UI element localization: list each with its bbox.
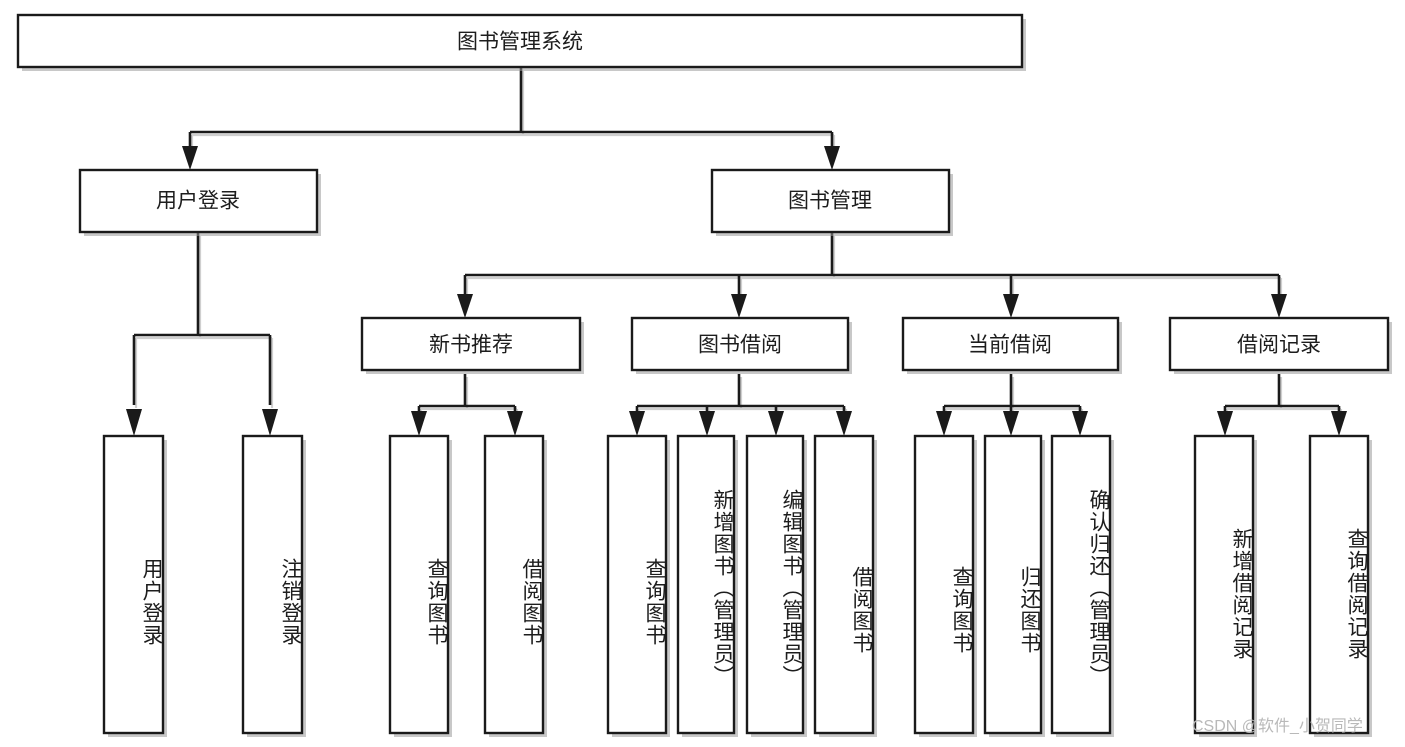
csdn-watermark: CSDN @软件_小贺同学 xyxy=(1192,718,1363,735)
connector-layer xyxy=(126,68,1347,436)
arrow-bookmgmt-c3 xyxy=(1003,294,1019,318)
arrow-bookmgmt-c2 xyxy=(731,294,747,318)
leaf-box-9[interactable] xyxy=(983,434,1043,735)
leaf-box-10[interactable] xyxy=(1050,434,1112,735)
arrow-borrow-l3 xyxy=(768,411,784,436)
arrow-record-l1 xyxy=(1217,411,1233,436)
leaf-box-3[interactable] xyxy=(483,434,545,735)
leaf-box-2[interactable] xyxy=(388,434,450,735)
arrow-newbook-l2 xyxy=(507,411,523,436)
node-box-current-borrow[interactable] xyxy=(901,316,1120,372)
arrow-current-l3 xyxy=(1072,411,1088,436)
edge-shadow-root xyxy=(190,71,836,160)
node-label-user-login: 用户登录 xyxy=(156,190,240,213)
leaf-box-4[interactable] xyxy=(606,434,668,735)
edge-shadow-record xyxy=(1225,377,1343,420)
arrow-current-l2 xyxy=(1003,411,1019,436)
node-box-user-login[interactable] xyxy=(78,168,319,234)
arrow-borrow-l2 xyxy=(699,411,715,436)
arrow-record-l2 xyxy=(1331,411,1347,436)
node-box-book-management[interactable] xyxy=(710,168,951,234)
node-label-borrow-record: 借阅记录 xyxy=(1237,334,1321,357)
node-label-current-borrow: 当前借阅 xyxy=(968,334,1052,357)
edge-shadow-newbook xyxy=(419,377,519,420)
arrow-bookmgmt-c1 xyxy=(457,294,473,318)
arrow-login-leaf1 xyxy=(126,409,142,436)
node-layer: 图书管理系统 用户登录 图书管理 新书推荐 图书借阅 当前借阅 借阅记录 xyxy=(16,13,1392,737)
arrow-borrow-l1 xyxy=(629,411,645,436)
leaf-box-12[interactable] xyxy=(1308,434,1370,735)
arrow-root-to-bookmgmt xyxy=(824,146,840,170)
node-label-book-borrow: 图书借阅 xyxy=(698,334,782,357)
leaf-box-8[interactable] xyxy=(913,434,975,735)
root-node-box[interactable] xyxy=(16,13,1024,69)
node-box-new-book-rec[interactable] xyxy=(360,316,582,372)
leaf-box-1[interactable] xyxy=(241,434,304,735)
root-node-label: 图书管理系统 xyxy=(457,31,583,54)
edge-shadow-login xyxy=(134,236,274,408)
arrow-newbook-l1 xyxy=(411,411,427,436)
leaf-box-0[interactable] xyxy=(102,434,165,735)
node-box-book-borrow[interactable] xyxy=(630,316,850,372)
edge-shadow-borrow xyxy=(637,377,848,420)
arrow-current-l1 xyxy=(936,411,952,436)
leaf-box-7[interactable] xyxy=(813,434,875,735)
node-label-new-book-rec: 新书推荐 xyxy=(429,334,513,357)
leaf-box-5[interactable] xyxy=(676,434,736,735)
arrow-root-to-login xyxy=(182,146,198,170)
arrow-login-leaf2 xyxy=(262,409,278,436)
arrow-borrow-l4 xyxy=(836,411,852,436)
node-label-book-management: 图书管理 xyxy=(788,190,872,213)
leaf-box-6[interactable] xyxy=(745,434,805,735)
arrow-bookmgmt-c4 xyxy=(1271,294,1287,318)
edge-shadow-bookmgmt xyxy=(465,236,1283,300)
leaf-box-11[interactable] xyxy=(1193,434,1255,735)
node-box-borrow-record[interactable] xyxy=(1168,316,1390,372)
